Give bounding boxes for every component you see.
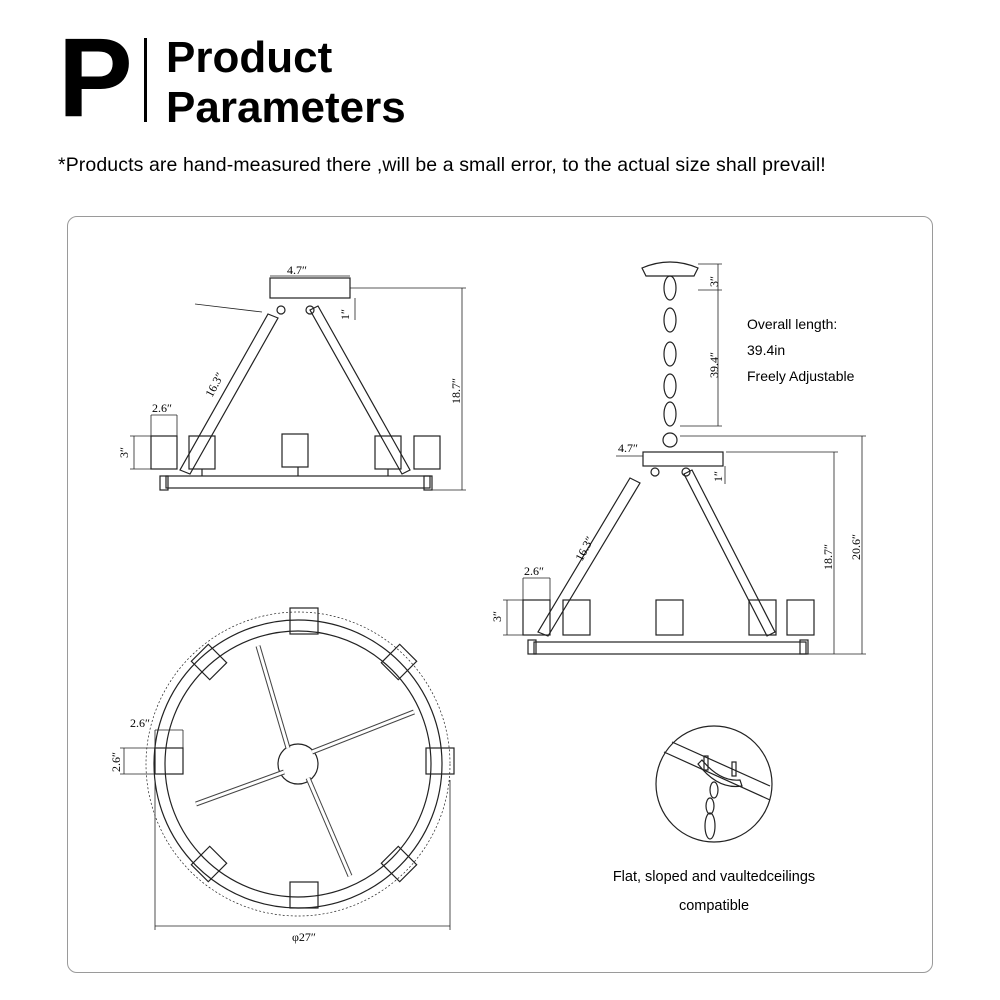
top-shade-width: 2.6″: [130, 716, 150, 730]
outer-ring: [153, 619, 443, 909]
chain-right-arm: [683, 469, 776, 637]
front-canopy: [269, 277, 351, 299]
center-hub: [277, 743, 319, 785]
chain-shade: [786, 599, 815, 636]
top-shade: [380, 845, 418, 883]
overall-length-value: 39.4in: [747, 342, 786, 358]
top-shade: [154, 747, 184, 775]
top-shade: [190, 845, 228, 883]
top-diameter: φ27″: [292, 930, 316, 944]
ceiling-caption-line2: compatible: [678, 898, 750, 914]
chain-shade-width: 2.6″: [524, 564, 544, 578]
overall-length-label: Overall length:: [747, 316, 838, 332]
chain-link: [663, 401, 677, 427]
chain-canopy-plate: [642, 451, 724, 467]
chain-left-arm: [537, 477, 641, 637]
chain-arm-length: 16.3″: [572, 534, 597, 564]
front-total-height: 18.7″: [449, 378, 463, 404]
page-title-line1: Product: [166, 33, 333, 82]
chain-shade: [655, 599, 684, 636]
ceiling-canopy: [641, 261, 699, 277]
header-divider: [144, 38, 147, 122]
inner-ring: [164, 630, 432, 898]
front-arm-length: 16.3″: [202, 370, 227, 400]
top-shade-depth: 2.6″: [109, 752, 123, 772]
chain-canopy-drop: 1″: [711, 471, 725, 482]
chain-ring: [662, 432, 678, 448]
front-canopy-width: 4.7″: [287, 263, 307, 277]
front-canopy-drop: 1″: [338, 309, 352, 320]
front-right-arm: [309, 305, 411, 475]
top-shade: [380, 643, 418, 681]
front-shade: [281, 433, 309, 468]
diagram-panel: [67, 216, 933, 973]
chain-length-dim: 39.4″: [707, 352, 721, 378]
chain-base-bar: [533, 641, 807, 655]
chain-link: [663, 341, 677, 367]
chain-canopy-width: 4.7″: [618, 441, 638, 455]
chain-shade: [522, 599, 551, 636]
front-base-bar: [165, 475, 431, 489]
front-shade: [413, 435, 441, 470]
chain-canopy-height: 3″: [707, 276, 721, 287]
chain-shade: [562, 599, 591, 636]
top-shade: [289, 607, 319, 635]
ceiling-caption-line1: Flat, sloped and vaultedceilings: [612, 869, 816, 885]
chain-shade: [748, 599, 777, 636]
front-left-arm: [179, 313, 279, 475]
logo-letter: P: [58, 15, 133, 140]
adjustable-label: Freely Adjustable: [747, 368, 855, 384]
chain-view-drawing: [503, 261, 866, 655]
top-view-drawing: [120, 607, 455, 930]
measurement-note: *Products are hand-measured there ,will …: [58, 154, 826, 176]
top-shade: [289, 881, 319, 909]
chain-link: [663, 275, 677, 301]
chain-height-inner: 18.7″: [821, 544, 835, 570]
front-view-drawing: [130, 275, 466, 491]
chain-shade-height: 3″: [490, 611, 504, 622]
top-shade: [425, 747, 455, 775]
chain-link: [663, 307, 677, 333]
front-shade-width: 2.6″: [152, 401, 172, 415]
top-shade: [190, 643, 228, 681]
page-title-line2: Parameters: [166, 83, 406, 132]
chain-height-outer: 20.6″: [849, 534, 863, 560]
front-shade: [150, 435, 178, 470]
ceiling-detail-drawing: [655, 725, 773, 843]
detail-circle: [655, 725, 773, 843]
chain-link: [663, 373, 677, 399]
front-shade-height: 3″: [117, 447, 131, 458]
